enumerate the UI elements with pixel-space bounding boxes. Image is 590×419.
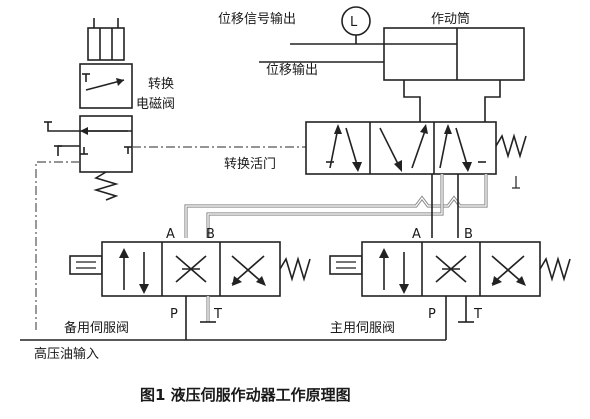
backup-port-b: B bbox=[206, 227, 215, 242]
solenoid-valve-label-line1: 转换 bbox=[148, 77, 174, 92]
solenoid-valve bbox=[54, 18, 133, 201]
backup-hydraulic-lines bbox=[184, 174, 488, 238]
backup-servo-valve bbox=[69, 241, 311, 340]
main-servo-valve-label: 主用伺服阀 bbox=[330, 321, 395, 336]
displacement-output-label: 位移输出 bbox=[266, 62, 318, 78]
actuator-cylinder bbox=[383, 27, 525, 122]
solenoid-valve-label-line2: 电磁阀 bbox=[136, 97, 175, 112]
main-servo-valve bbox=[329, 241, 571, 340]
main-port-p: P bbox=[428, 307, 436, 322]
actuator-label: 作动筒 bbox=[431, 11, 470, 27]
sensor-symbol-label: L bbox=[350, 15, 358, 30]
pilot-line-solenoid bbox=[47, 122, 132, 132]
backup-port-a: A bbox=[166, 227, 175, 242]
main-port-a: A bbox=[412, 227, 421, 242]
switching-valve-label: 转换活门 bbox=[224, 157, 276, 172]
switching-valve bbox=[305, 121, 527, 175]
pilot-dash-left bbox=[35, 161, 80, 330]
high-pressure-oil-input-label: 高压油输入 bbox=[34, 346, 99, 362]
displacement-sensor: L bbox=[290, 6, 384, 45]
figure-caption: 图1 液压伺服作动器工作原理图 bbox=[140, 386, 351, 404]
backup-servo-valve-label: 备用伺服阀 bbox=[64, 320, 129, 336]
main-port-t: T bbox=[473, 307, 482, 322]
main-port-b: B bbox=[464, 227, 473, 242]
displacement-signal-output-label: 位移信号输出 bbox=[218, 11, 296, 27]
backup-port-t: T bbox=[213, 307, 222, 322]
backup-port-p: P bbox=[170, 307, 178, 322]
